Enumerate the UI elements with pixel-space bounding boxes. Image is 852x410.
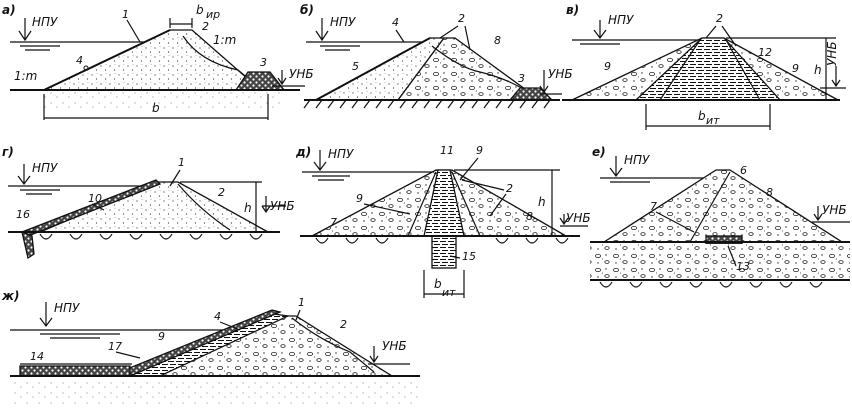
svg-text:11: 11 [440,144,454,157]
panel-zh-npu-label: НПУ [54,301,80,315]
panel-g: г) НПУ h УНБ 1 2 10 16 [2,145,295,260]
svg-text:8: 8 [766,186,773,199]
svg-text:4: 4 [392,16,399,29]
panel-e-npu-label: НПУ [624,153,650,167]
panel-e: е) НПУ УНБ 6 7 8 13 [590,145,850,288]
svg-text:2: 2 [716,12,723,25]
panel-b-label: б) [300,3,314,17]
svg-text:6: 6 [740,164,747,177]
panel-a-upstream-slope-label: 1:m [14,69,37,83]
panel-d-unb-label: УНБ [566,211,591,225]
panel-g-dam-body [39,181,271,233]
svg-text:9: 9 [604,60,611,73]
panel-v: в) НПУ h УНБ b ит 2 9 9 12 [562,3,846,130]
panel-a-upstream-slope [43,29,171,91]
svg-text:7: 7 [330,216,337,229]
panel-g-label: г) [2,145,14,159]
panel-zh-unb-label: УНБ [382,339,407,353]
panel-b-seepage-curve [431,45,526,91]
svg-text:1: 1 [122,8,129,21]
svg-text:1: 1 [298,296,305,309]
panel-g-cutoff-tooth [21,230,35,260]
panel-a-npu-arrow [18,18,32,42]
panel-v-unb-label: УНБ [825,41,839,66]
svg-text:2: 2 [202,20,209,33]
panel-zh-blanket [19,365,131,377]
panel-a-base-label: b [152,101,160,115]
panel-d-cutoff [431,235,457,269]
svg-text:ир: ир [206,8,220,21]
panel-b-foundation-hatch [303,99,551,109]
svg-text:4: 4 [214,310,221,323]
svg-text:1: 1 [178,156,185,169]
svg-text:15: 15 [462,250,476,263]
panel-zh-label: ж) [1,289,19,303]
panel-a-downstream-slope-label: 1:m [213,33,236,47]
svg-text:2: 2 [506,182,513,195]
panel-zh: ж) НПУ УНБ 1 2 4 9 14 17 [1,289,420,404]
panel-v-core-width-label: b [698,109,706,123]
panel-a: а) НПУ УНБ b b ир 1 2 3 4 1:m 1:m [2,3,314,120]
panel-a-base-dimension [43,94,269,120]
panel-b-unb-label: УНБ [548,67,573,81]
svg-text:2: 2 [458,12,465,25]
panel-d-height-label: h [538,195,546,209]
svg-text:3: 3 [518,72,525,85]
svg-text:14: 14 [30,350,44,363]
svg-text:13: 13 [736,260,750,273]
panel-d: д) НПУ h УНБ b ит 11 9 2 9 7 8 15 [295,144,591,299]
panel-a-npu-label: НПУ [32,15,58,29]
panel-g-npu-label: НПУ [32,161,58,175]
svg-text:9: 9 [356,192,363,205]
svg-text:16: 16 [16,208,30,221]
svg-text:9: 9 [158,330,165,343]
panel-d-npu-label: НПУ [328,147,354,161]
svg-text:8: 8 [494,34,501,47]
panel-e-label: е) [592,145,606,159]
panel-g-unb-label: УНБ [270,199,295,213]
svg-text:ит: ит [706,114,720,127]
svg-text:3: 3 [260,56,267,69]
panel-v-height-label: h [814,63,822,77]
svg-text:9: 9 [792,62,799,75]
panel-a-unb-label: УНБ [289,67,314,81]
svg-text:4: 4 [76,54,83,67]
panel-e-gravel-body [601,169,845,243]
panel-e-unb-label: УНБ [822,203,847,217]
panel-g-height-label: h [244,201,252,215]
svg-text:12: 12 [758,46,772,59]
panel-a-crest-width-label: b [196,3,204,17]
panel-b-npu-label: НПУ [330,15,356,29]
panel-b: б) НПУ УНБ 2 3 4 5 8 [300,3,573,109]
svg-text:ит: ит [442,286,456,299]
panel-d-label: д) [295,145,311,159]
panel-v-npu-label: НПУ [608,13,634,27]
svg-text:9: 9 [476,144,483,157]
svg-text:8: 8 [526,210,533,223]
panel-v-label: в) [566,3,579,17]
panel-d-core-width-label: b [434,277,442,291]
svg-text:17: 17 [108,340,122,353]
svg-text:2: 2 [340,318,347,331]
panel-a-label: а) [2,3,16,17]
svg-text:7: 7 [650,200,657,213]
svg-text:2: 2 [218,186,225,199]
svg-text:10: 10 [88,192,102,205]
svg-text:5: 5 [352,60,359,73]
